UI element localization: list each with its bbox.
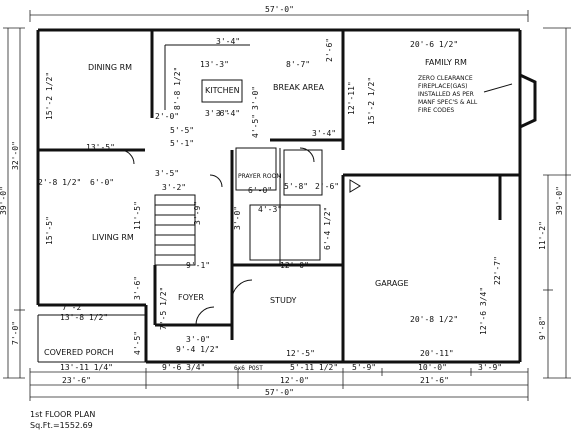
dim-bottom-left: 23'-6" — [62, 376, 91, 385]
dim-porch-w: 13'-8 1/2" — [60, 313, 108, 322]
dim-top-overall: 57'-0" — [265, 5, 294, 14]
dim-family-depth: 15'-2 1/2" — [367, 77, 376, 125]
dim-bottom-foyer: 9'-6 3/4" — [162, 363, 205, 372]
plan-caption: 1st FLOOR PLAN Sq.Ft.=1552.69 — [30, 410, 95, 430]
interior-walls — [37, 30, 537, 363]
dim-kitchen-j: 5'-1" — [170, 139, 194, 148]
note-line-5: FIRE CODES — [418, 107, 454, 114]
dim-foyer-f: 4'-5" — [133, 331, 142, 355]
dim-stair-c: 3'-0" — [233, 206, 242, 230]
dim-foyer-d: 9'-4 1/2" — [176, 345, 219, 354]
dim-living-b: 6'-0" — [90, 178, 114, 187]
dim-kitchen-k: 3'-4" — [216, 109, 240, 118]
dim-prayer-w: 6'-0" — [248, 186, 272, 195]
dim-kitchen-g: 3'-0" — [251, 86, 260, 110]
dim-family-mid: 12'-11" — [347, 81, 356, 115]
dim-post: 6x6 POST — [234, 365, 263, 372]
dim-kitchen-h: 4'-5" — [251, 114, 260, 138]
dim-top-small: 2'-6" — [325, 38, 334, 62]
outer-dimension-lines — [3, 10, 571, 401]
room-living: LIVING RM — [92, 233, 134, 242]
dim-stair-b: 3'-9" — [193, 201, 202, 225]
dim-bath-a: 6'-4 1/2" — [323, 207, 332, 250]
dim-bottom-g3: 3'-9" — [478, 363, 502, 372]
dim-study-b: 12'-5" — [286, 349, 315, 358]
dim-kitchen-a: 13'-3" — [200, 60, 229, 69]
dim-left-main: 32'-0" — [11, 141, 20, 170]
dim-right-upper: 11'-2" — [538, 221, 547, 250]
note-line-2: FIREPLACE(GAS) — [418, 83, 468, 90]
dim-foyer-c: 3'-0" — [186, 335, 210, 344]
dim-bottom-right: 21'-6" — [420, 376, 449, 385]
room-family: FAMILY RM — [425, 58, 467, 67]
room-kitchen: KITCHEN — [205, 86, 240, 95]
dim-study-a: 12'-0" — [280, 261, 309, 270]
caption-area: Sq.Ft.=1552.69 — [30, 421, 93, 430]
room-foyer: FOYER — [178, 293, 204, 302]
room-break-area: BREAK AREA — [273, 83, 324, 92]
dim-garage-depth: 22'-7" — [493, 256, 502, 285]
dim-bottom-porch: 13'-11 1/4" — [60, 363, 113, 372]
dim-bottom-g1: 5'-9" — [352, 363, 376, 372]
dim-bottom-study: 5'-11 1/2" — [290, 363, 338, 372]
dim-kitchen-m: 3'-4" — [312, 129, 336, 138]
dim-bath-b: 4'-3" — [258, 205, 282, 214]
dim-prayer-a: 5'-8" — [284, 182, 308, 191]
dim-garage-width: 20'-8 1/2" — [410, 315, 458, 324]
dim-kitchen-b: 8'-7" — [286, 60, 310, 69]
dim-garage-bottom: 20'-11" — [420, 349, 454, 358]
dim-right-overall: 39'-0" — [555, 186, 564, 215]
dim-foyer-e: 3'-6" — [133, 276, 142, 300]
dim-foyer-b: 7'-5 1/2" — [159, 287, 168, 330]
door-swings — [119, 147, 361, 326]
dim-family-width: 20'-6 1/2" — [410, 40, 458, 49]
dim-living-c: 7'-2" — [62, 303, 86, 312]
room-covered-porch: COVERED PORCH — [44, 348, 113, 357]
dim-kitchen-l: 3'-5" — [155, 169, 179, 178]
dim-kitchen-d: 3'-6" — [205, 109, 229, 118]
dim-kitchen-c: 8'-8 1/2" — [173, 67, 182, 110]
dim-bottom-overall: 57'-0" — [265, 388, 294, 397]
note-line-3: INSTALLED AS PER — [418, 91, 474, 98]
dim-living-h: 11'-5" — [133, 201, 142, 230]
dim-dining-width: 13'-5" — [86, 143, 115, 152]
note-line-4: MANF SPEC'S & ALL — [418, 99, 478, 106]
dimension-labels: 57'-0" 57'-0" 23'-6" 12'-0" 21'-6" 13'-1… — [0, 5, 564, 397]
dim-kitchen-i: 5'-5" — [170, 126, 194, 135]
dim-stair-a: 3'-2" — [162, 183, 186, 192]
room-prayer: PRAYER ROOM — [238, 173, 282, 180]
dim-left-overall: 39'-0" — [0, 186, 8, 215]
dim-bottom-g2: 10'-0" — [418, 363, 447, 372]
dim-living-a: 2'-8 1/2" — [38, 178, 81, 187]
dim-bottom-mid: 12'-0" — [280, 376, 309, 385]
dim-kitchen-f: 2'-0" — [155, 112, 179, 121]
room-dining: DINING RM — [88, 63, 132, 72]
dim-garage-inner: 12'-6 3/4" — [479, 287, 488, 335]
dim-dining-depth: 15'-2 1/2" — [45, 72, 54, 120]
dim-foyer-a: 9'-1" — [186, 261, 210, 270]
caption-title: 1st FLOOR PLAN — [30, 410, 95, 419]
note-line-1: ZERO CLEARANCE — [418, 75, 473, 82]
fireplace-note: ZERO CLEARANCE FIREPLACE(GAS) INSTALLED … — [418, 75, 513, 114]
dim-prayer-b: 2'-6" — [315, 182, 339, 191]
room-study: STUDY — [270, 296, 297, 305]
room-labels: DINING RM KITCHEN BREAK AREA FAMILY RM P… — [44, 58, 467, 357]
dim-left-porch: 7'-0" — [11, 321, 20, 345]
dim-right-lower: 9'-8" — [538, 316, 547, 340]
room-garage: GARAGE — [375, 279, 409, 288]
dim-kitchen-e: 3'-4" — [216, 37, 240, 46]
dim-living-depth: 15'-5" — [45, 216, 54, 245]
exterior-walls — [36, 28, 522, 364]
